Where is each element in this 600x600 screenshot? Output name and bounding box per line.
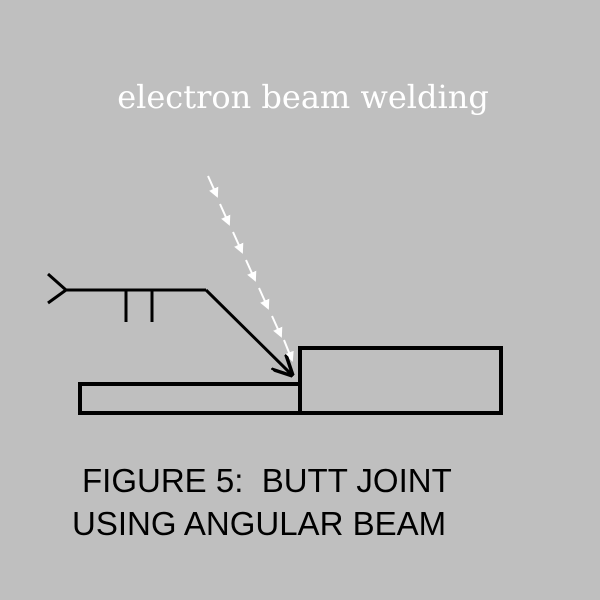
beam-dash-5 [258, 287, 270, 310]
beam-dash-4 [245, 259, 257, 282]
beam-dash-2 [219, 203, 231, 226]
thin-plate [78, 382, 302, 415]
beam-dash-1 [207, 175, 219, 198]
figure-caption-line-1: FIGURE 5: BUTT JOINT [82, 462, 452, 499]
beam-dash-3 [232, 231, 244, 254]
weld-symbol [47, 272, 292, 375]
beam-dash-7 [283, 339, 294, 362]
workpieces [78, 346, 503, 415]
symbol-tail-upper [47, 272, 67, 292]
thick-plate [298, 346, 503, 415]
process-label: electron beam welding [117, 78, 489, 116]
leader-arrow [204, 288, 292, 375]
beam-dash-6 [271, 315, 283, 338]
symbol-tail-lower [47, 288, 67, 305]
figure-caption-line-2: USING ANGULAR BEAM [72, 505, 447, 542]
